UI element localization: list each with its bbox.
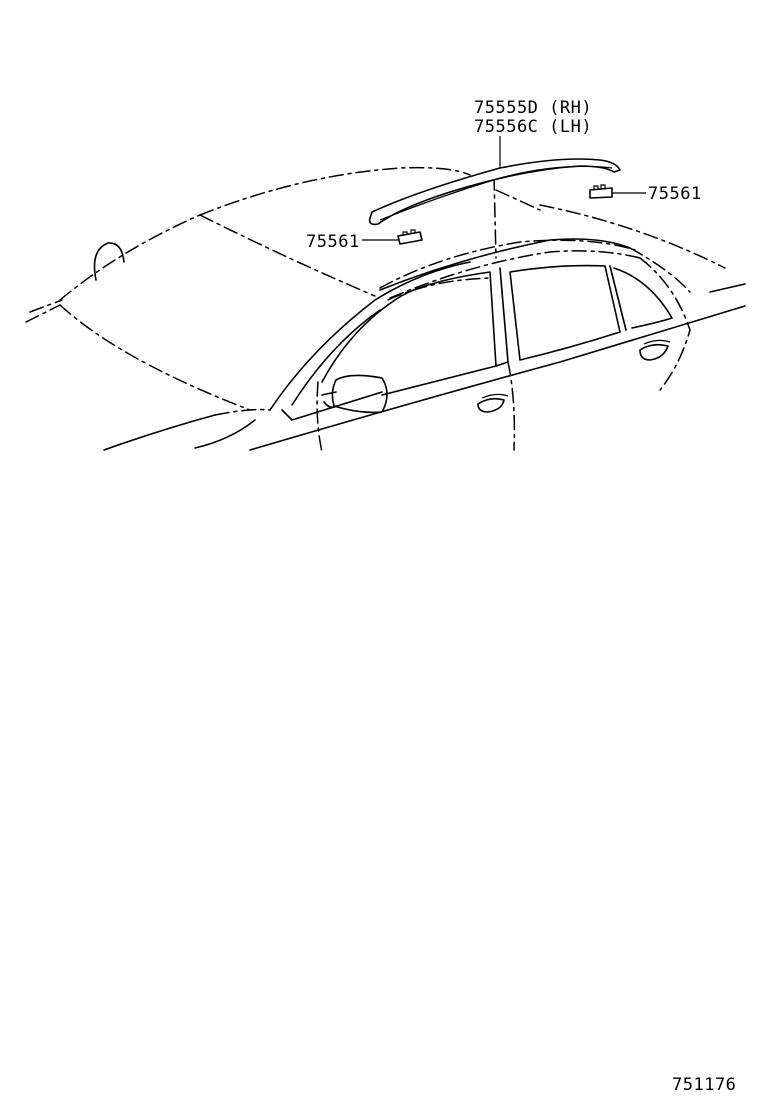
hood — [103, 408, 271, 451]
door-handles — [477, 339, 671, 413]
leader-lines — [362, 136, 646, 241]
callout-part-lh: 75556C (LH) — [474, 117, 593, 137]
side-mirror — [321, 374, 388, 414]
callout-clip-right: 75561 — [648, 184, 702, 204]
callout-part-rh: 75555D (RH) — [474, 98, 593, 118]
inner-mirror — [93, 242, 125, 281]
roof-rail — [379, 238, 691, 391]
clip-left — [397, 229, 423, 245]
figure-number: 751176 — [672, 1075, 737, 1095]
body-side — [249, 261, 746, 451]
windshield — [25, 214, 376, 411]
roof-outline — [199, 166, 726, 289]
callout-clip-left: 75561 — [306, 232, 360, 252]
door-seams — [316, 175, 541, 453]
rear-door-window — [509, 264, 673, 361]
clip-right — [589, 184, 613, 199]
